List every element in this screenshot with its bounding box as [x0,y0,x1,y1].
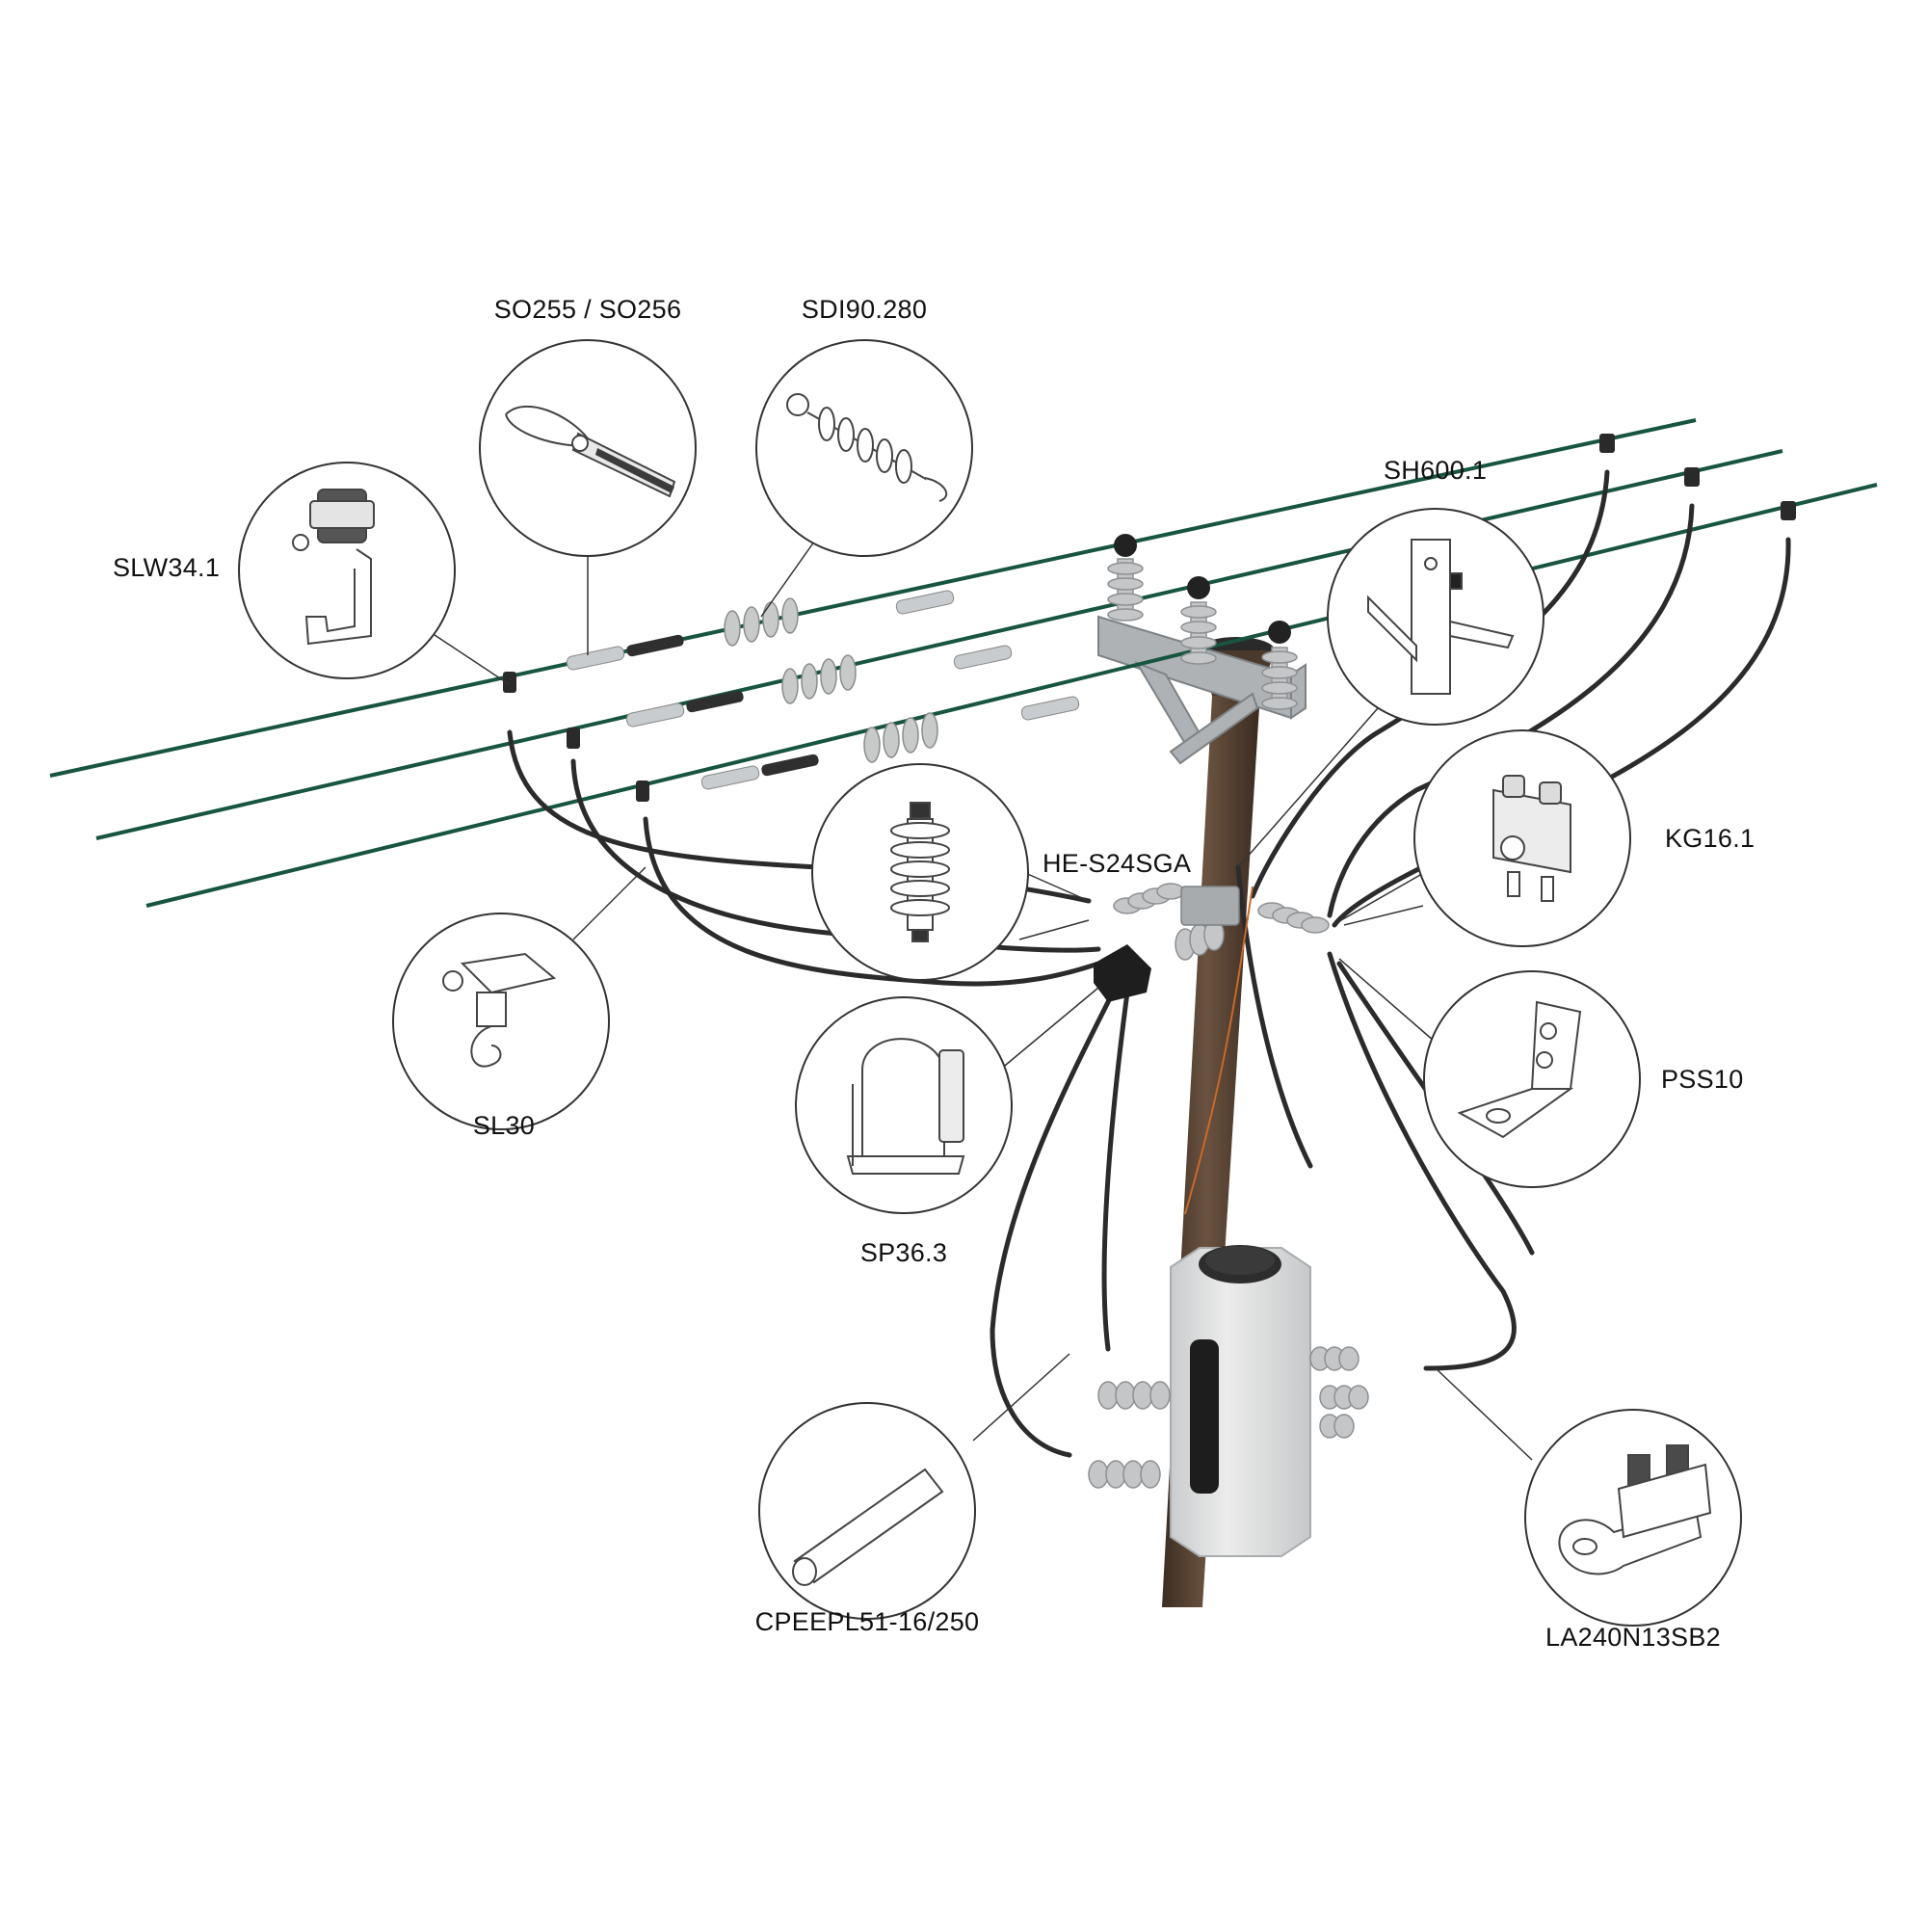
crossarm-steel [1097,615,1307,765]
transformer-hv-bushings [1309,1346,1369,1439]
pole-mid-insulators [1113,883,1330,961]
label-sh600: SH600.1 [1384,456,1488,485]
post-insulator-3 [1261,621,1298,710]
label-he-s24: HE-S24SGA [1043,849,1192,878]
strain-assembly-row-3 [700,696,1080,790]
label-kg16: KG16.1 [1665,824,1755,853]
cable-terminations-box [1094,944,1151,1002]
post-insulators [1107,534,1298,710]
conductor-phase-3 [145,483,1878,908]
parallel-groove-connector-icon [1492,775,1571,902]
composite-insulator-icon [786,393,948,502]
strain-assembly-row-2 [625,645,1013,728]
label-cpeepl: CPEEPL51-16/250 [754,1607,980,1636]
surge-arrester-icon [890,802,950,942]
transformer-lv-bushings [1088,1381,1171,1489]
pole-mounted-transformer [1088,1245,1369,1557]
label-la240: LA240N13SB2 [1545,1623,1721,1652]
post-insulator-1 [1107,534,1144,622]
drop-cables [507,469,1791,1458]
callout-circle-slw34 [238,462,456,679]
earth-wire [1184,886,1254,1215]
label-pss10: PSS10 [1661,1065,1744,1094]
hook-clamp-icon [292,489,375,646]
callout-leaders [428,534,1533,1461]
label-sl30: SL30 [472,1111,536,1140]
label-so255: SO255 / SO256 [493,295,682,324]
line-clamps-right [1599,434,1796,520]
label-sp36: SP36.3 [859,1238,948,1267]
heat-shrink-sleeve-icon [792,1468,944,1586]
conductor-phase-2 [95,449,1783,840]
angle-plate-icon [1457,1000,1582,1139]
bracket-icon [1367,539,1515,695]
suspension-clamp-icon [442,952,557,1068]
line-clamps-left [503,672,649,802]
label-sdi90: SDI90.280 [801,295,928,324]
pole-mid-bracket [1180,886,1240,926]
strain-assembly-row-1 [566,590,955,671]
label-slw34: SLW34.1 [113,553,221,582]
cable-lug-icon [1558,1444,1712,1575]
overhead-conductors [49,418,1878,908]
conductor-phase-1 [49,418,1697,778]
insulating-cover-icon [846,1038,965,1175]
tension-clamp-icon [505,405,676,498]
post-insulator-2 [1180,576,1217,665]
